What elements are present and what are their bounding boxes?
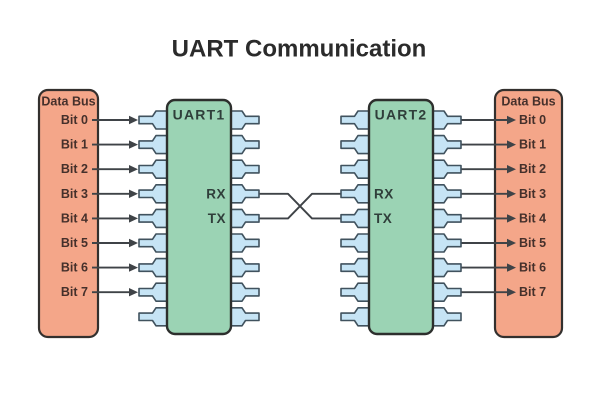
chip-pin — [138, 282, 168, 302]
uart1-rx-label: RX — [206, 186, 226, 201]
bit-label: Bit 3 — [61, 187, 88, 201]
uart1-body — [165, 98, 233, 336]
bit-label: Bit 3 — [519, 187, 546, 201]
chip-pin — [340, 282, 370, 302]
chip-pin — [340, 257, 370, 278]
chip-pin — [432, 307, 462, 327]
chip-pin — [230, 134, 260, 155]
bit-label: Bit 1 — [519, 138, 546, 152]
bit-label: Bit 0 — [61, 113, 88, 127]
chip-pin — [138, 233, 168, 253]
bus-arrow-head-icon — [129, 263, 138, 272]
bit-label: Bit 6 — [519, 261, 546, 275]
chip-pin — [138, 134, 168, 155]
bit-label: Bit 4 — [61, 211, 88, 225]
chip-pin — [230, 257, 260, 278]
chip-pin — [230, 307, 260, 327]
diagram-title: UART Communication — [172, 36, 427, 63]
bus-arrow-head-icon — [129, 140, 138, 149]
chip-pin — [432, 110, 462, 130]
bus-arrow-head-icon — [129, 115, 138, 125]
uart2-body — [367, 98, 435, 336]
bus-arrow-head-icon — [507, 165, 516, 174]
uart1-tx-uart2-rx-wire — [259, 192, 341, 220]
chip-pin — [432, 184, 462, 204]
bus-arrow-head-icon — [129, 165, 138, 174]
chip-pin — [138, 208, 168, 229]
bus-arrow-head-icon — [129, 189, 138, 198]
bit-label: Bit 2 — [61, 162, 88, 176]
uart2-tx-label: TX — [374, 211, 392, 226]
uart1-tx-label: TX — [208, 211, 226, 226]
bit-label: Bit 0 — [519, 113, 546, 127]
uart2-chip: UART2 RX TX — [340, 98, 462, 336]
chip-pin — [340, 307, 370, 327]
bus-arrow-head-icon — [507, 214, 516, 223]
bit-label: Bit 5 — [519, 236, 546, 250]
right-data-bus-panel — [493, 88, 564, 339]
bus-arrow-head-icon — [129, 214, 138, 223]
uart1-label: UART1 — [173, 107, 226, 123]
chip-pin — [230, 208, 260, 229]
bit-label: Bit 7 — [519, 285, 546, 299]
chip-pin — [340, 184, 370, 204]
chip-pin — [138, 110, 168, 130]
bus-arrow-head-icon — [507, 140, 516, 149]
chip-pin — [230, 282, 260, 302]
right-bus-arrows — [461, 115, 516, 297]
bit-label: Bit 4 — [519, 211, 546, 225]
chip-pin — [138, 307, 168, 327]
chip-pin — [432, 208, 462, 229]
chip-pin — [138, 184, 168, 204]
uart1-pins — [138, 110, 260, 327]
bus-arrow-head-icon — [129, 288, 138, 297]
left-data-bus-panel — [37, 88, 100, 339]
chip-pin — [230, 233, 260, 253]
uart2-label: UART2 — [375, 107, 428, 123]
chip-pin — [432, 257, 462, 278]
uart2-rx-label: RX — [374, 186, 394, 201]
chip-pin — [230, 110, 260, 130]
bit-label: Bit 2 — [519, 162, 546, 176]
left-bus-arrows — [92, 115, 138, 297]
bus-arrow-head-icon — [507, 288, 516, 297]
chip-pin — [432, 282, 462, 302]
left-bus-bit-labels: Bit 0 Bit 1 Bit 2 Bit 3 Bit 4 Bit 5 Bit 6 Bit 7 — [61, 113, 88, 299]
rx-tx-wires — [259, 192, 341, 220]
bus-arrow-head-icon — [507, 238, 516, 248]
bit-label: Bit 1 — [61, 138, 88, 152]
chip-pin — [138, 257, 168, 278]
bus-arrow-head-icon — [129, 238, 138, 248]
bus-arrow-head-icon — [507, 189, 516, 198]
uart1-chip: UART1 RX TX — [138, 98, 260, 336]
chip-pin — [340, 208, 370, 229]
bus-arrow-head-icon — [507, 263, 516, 272]
chip-pin — [432, 159, 462, 179]
chip-pin — [230, 184, 260, 204]
right-bus-bit-labels: Bit 0 Bit 1 Bit 2 Bit 3 Bit 4 Bit 5 Bit 6 Bit 7 — [519, 113, 546, 299]
bit-label: Bit 7 — [61, 285, 88, 299]
right-data-bus-label: Data Bus — [501, 95, 555, 109]
chip-pin — [340, 110, 370, 130]
chip-pin — [432, 233, 462, 253]
bit-label: Bit 5 — [61, 236, 88, 250]
chip-pin — [230, 159, 260, 179]
chip-pin — [340, 134, 370, 155]
uart2-pins — [340, 110, 462, 327]
chip-pin — [432, 134, 462, 155]
left-data-bus-label: Data Bus — [41, 95, 95, 109]
bus-arrow-head-icon — [507, 115, 516, 125]
chip-pin — [340, 159, 370, 179]
chip-pin — [340, 233, 370, 253]
chip-pin — [138, 159, 168, 179]
bit-label: Bit 6 — [61, 261, 88, 275]
